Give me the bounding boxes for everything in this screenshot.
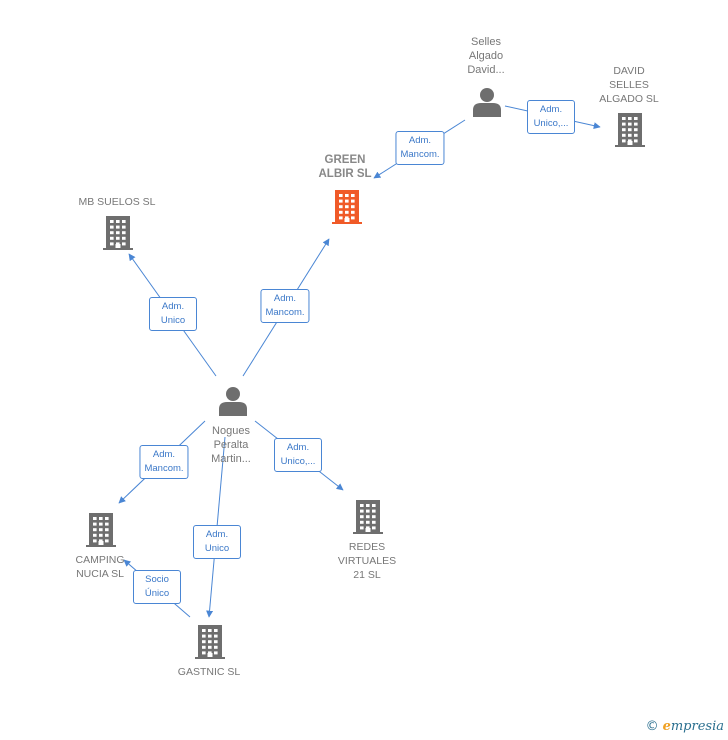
edge-label-selles-to-green[interactable]: Adm. Mancom. [395, 131, 445, 165]
node-nogues-peralta-martin-person-icon[interactable] [219, 387, 247, 416]
node-green-albir-sl-building-icon[interactable] [332, 190, 362, 224]
footer-brand: ©empresia [646, 719, 724, 734]
node-camping-nucia-sl-building-icon[interactable] [86, 513, 116, 547]
copyright-symbol: © [645, 719, 659, 734]
edge-label-gastnic-to-camping[interactable]: Socio Único [133, 570, 181, 604]
edge-label-selles-to-david[interactable]: Adm. Unico,... [527, 100, 575, 134]
node-selles-algado-david-person-icon[interactable] [473, 88, 501, 117]
node-gastnic-sl-building-icon[interactable] [195, 625, 225, 659]
node-selles-algado-david-label[interactable]: Selles Algado David... [467, 36, 505, 76]
brand-logo-e: e [662, 719, 671, 734]
node-david-selles-algado-sl-building-icon[interactable] [615, 113, 645, 147]
edge-label-nogues-to-gastnic[interactable]: Adm. Unico [193, 525, 241, 559]
node-mb-suelos-sl-label[interactable]: MB SUELOS SL [78, 196, 156, 208]
node-redes-virtuales-21-sl-label[interactable]: REDES VIRTUALES 21 SL [337, 541, 397, 581]
node-redes-virtuales-21-sl-building-icon[interactable] [353, 500, 383, 534]
edge-label-nogues-to-redes[interactable]: Adm. Unico,... [274, 438, 322, 472]
node-gastnic-sl-label[interactable]: GASTNIC SL [177, 666, 241, 678]
node-green-albir-sl-label[interactable]: GREEN ALBIR SL [318, 154, 372, 180]
edge-label-nogues-to-mb[interactable]: Adm. Unico [149, 297, 197, 331]
edge-label-nogues-to-camping[interactable]: Adm. Mancom. [139, 445, 189, 479]
edge-label-nogues-to-green[interactable]: Adm. Mancom. [260, 289, 310, 323]
node-nogues-peralta-martin-label[interactable]: Nogues Peralta Martin... [211, 425, 251, 465]
node-camping-nucia-sl-label[interactable]: CAMPING NUCIA SL [75, 554, 125, 580]
node-mb-suelos-sl-building-icon[interactable] [103, 216, 133, 250]
node-david-selles-algado-sl-label[interactable]: DAVID SELLES ALGADO SL [599, 65, 659, 105]
brand-name: mpresia [670, 719, 724, 734]
